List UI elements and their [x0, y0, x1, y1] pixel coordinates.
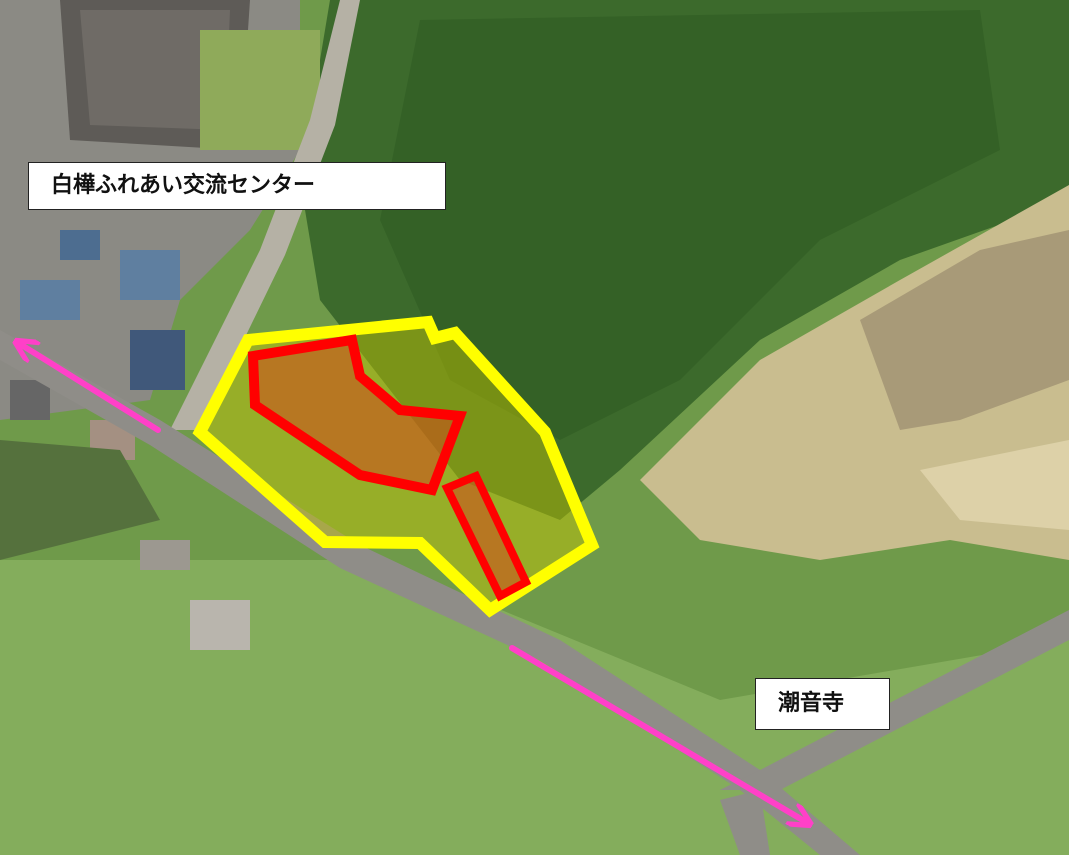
temple-label: 潮音寺: [755, 678, 890, 730]
building-footprint-small: [441, 470, 532, 602]
arrow-southeast-icon: [509, 645, 806, 822]
building-footprint-main: [247, 334, 467, 496]
community-center-label: 白樺ふれあい交流センター: [28, 162, 446, 210]
arrow-west-icon: [20, 344, 161, 433]
